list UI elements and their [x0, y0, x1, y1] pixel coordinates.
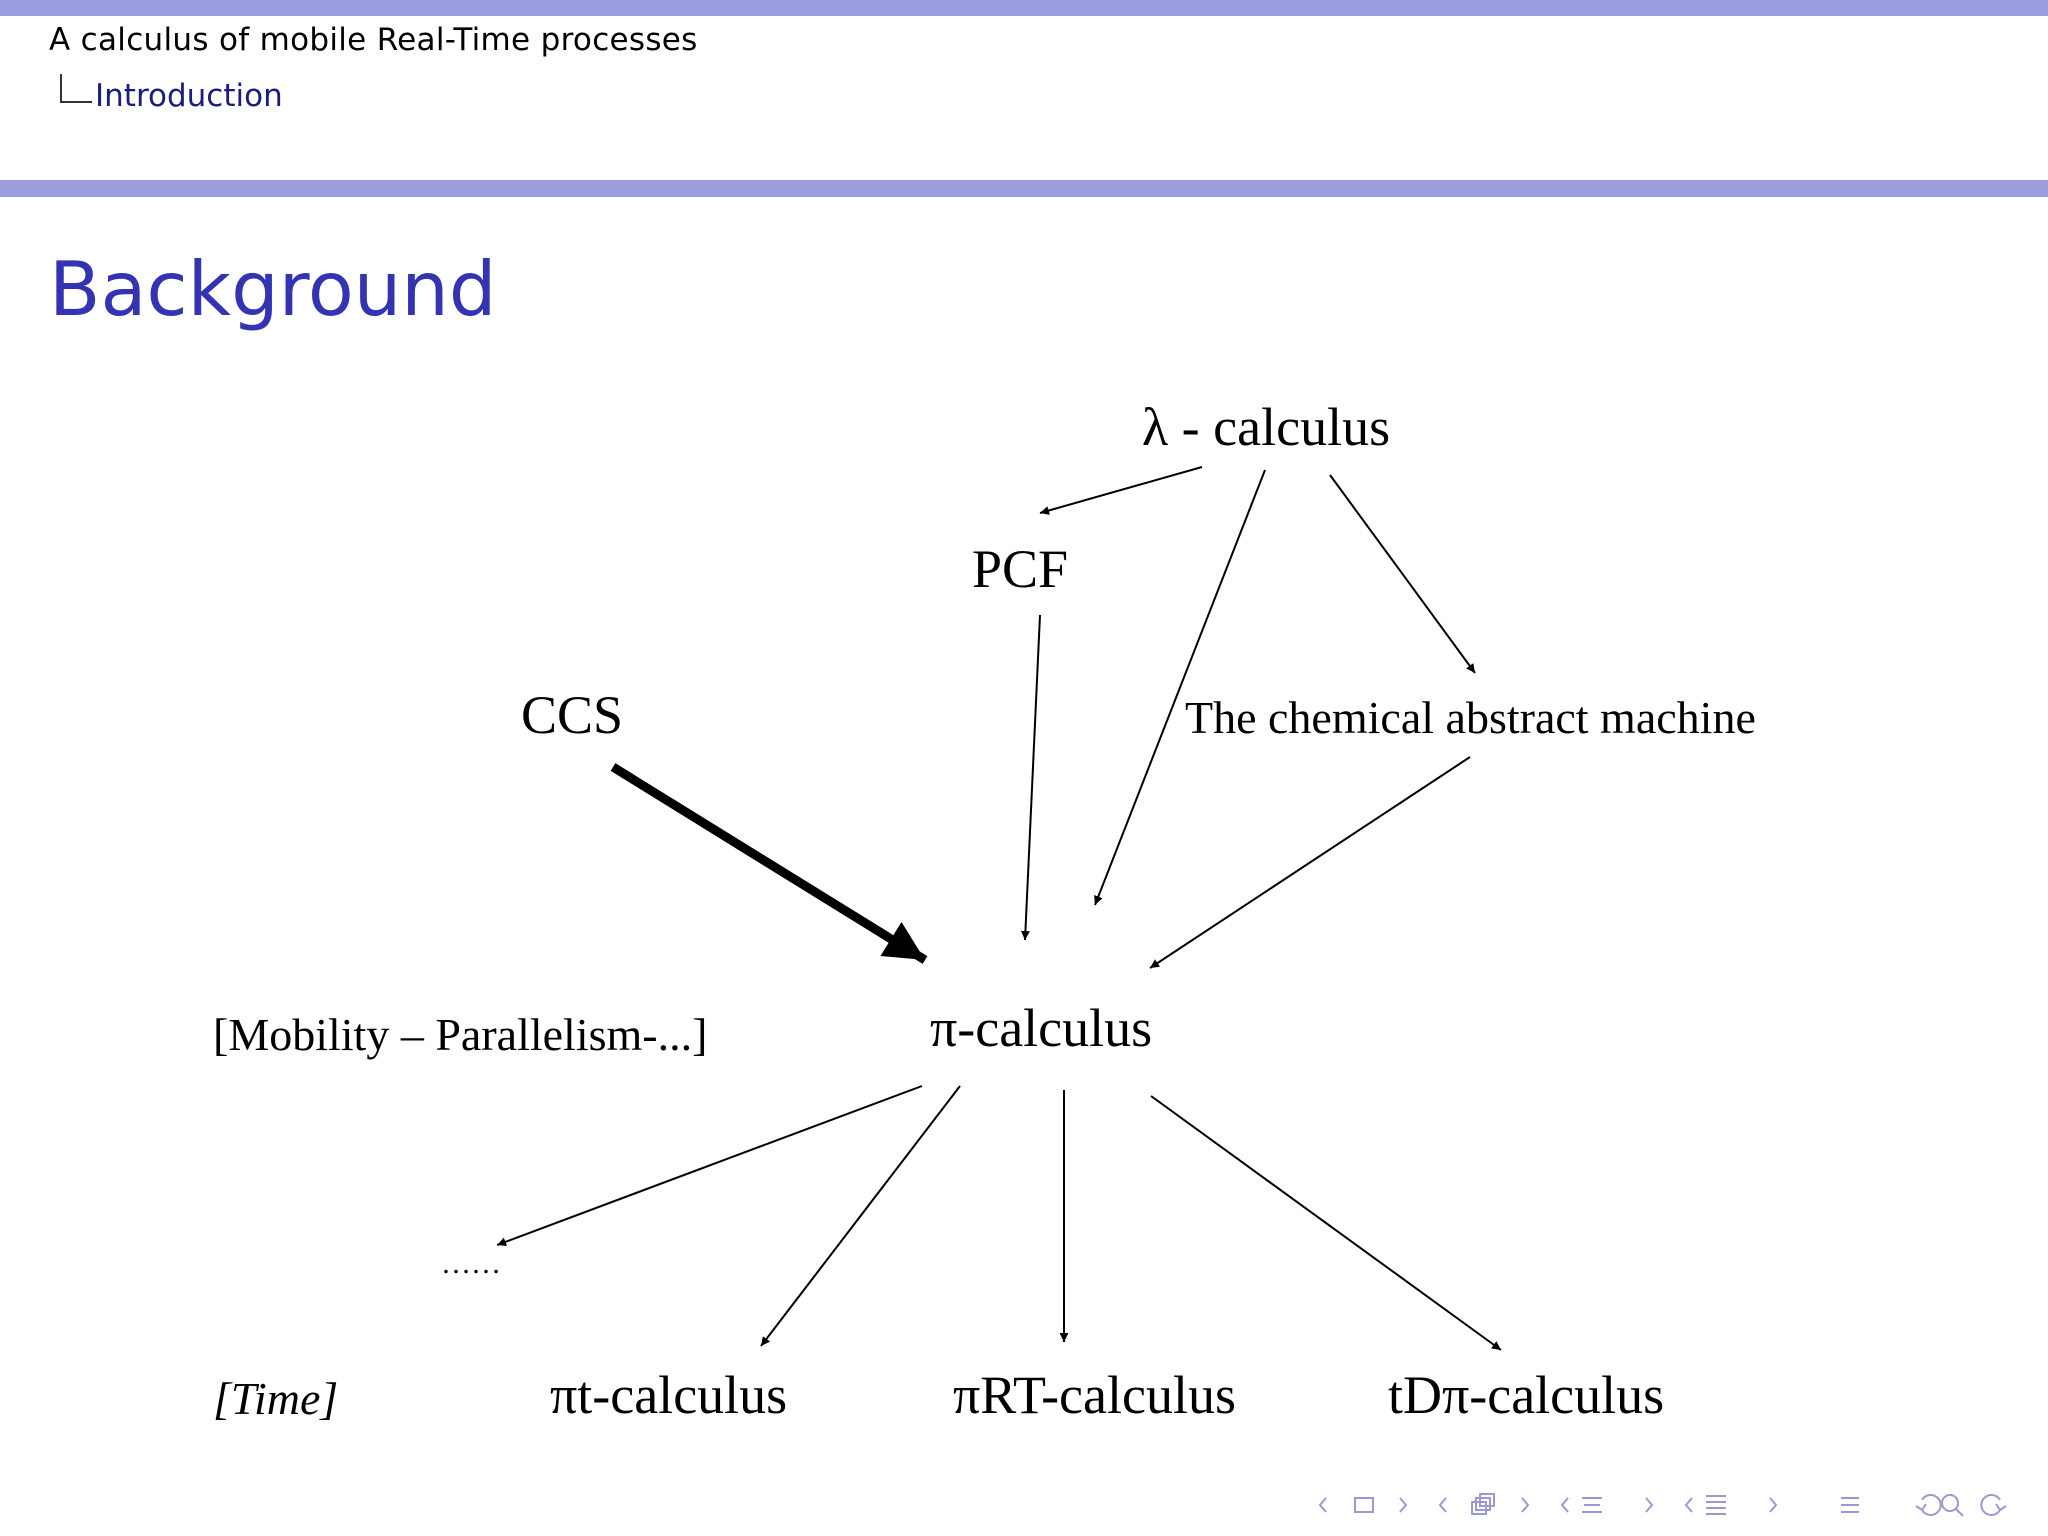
- edge-lambda-to-pcf: [1039, 466, 1203, 515]
- header-bottom-bar: [0, 180, 2048, 197]
- nav-section-prev-icon[interactable]: [1560, 1497, 1569, 1513]
- nav-prev-arrow-icon[interactable]: [1318, 1497, 1327, 1513]
- edge-pcf-to-pi: [1020, 614, 1041, 941]
- header-top-bar: [0, 0, 2048, 16]
- nav-subsection-next-icon[interactable]: [1521, 1497, 1530, 1513]
- node-tdpi-calculus: tDπ-calculus: [1388, 1365, 1664, 1425]
- edge-pi-to-tdpi: [1150, 1095, 1502, 1351]
- nav-next-arrow-icon[interactable]: [1399, 1497, 1408, 1513]
- edge-ccs-to-pi: [610, 763, 928, 964]
- nav-section-next-icon[interactable]: [1645, 1497, 1654, 1513]
- edge-pi-to-pit: [760, 1085, 961, 1347]
- edge-pi-to-dots: [496, 1085, 923, 1247]
- node-pit-calculus: πt-calculus: [550, 1365, 787, 1425]
- node-chemical-abstract-machine: The chemical abstract machine: [1185, 692, 1756, 743]
- nav-document-next-icon[interactable]: [1769, 1497, 1778, 1513]
- node-pirt-calculus: πRT-calculus: [953, 1365, 1236, 1425]
- navigation-bar: [1318, 1493, 2007, 1517]
- edge-cham-to-pi: [1149, 756, 1471, 969]
- nav-forward-icon[interactable]: [1980, 1494, 2007, 1516]
- nav-frame-icon[interactable]: [1354, 1497, 1374, 1513]
- nav-appendix-icon[interactable]: [1841, 1497, 1859, 1513]
- node-ccs: CCS: [521, 685, 623, 745]
- nav-back-icon[interactable]: [1915, 1494, 1942, 1516]
- section-tree-connector: [60, 74, 92, 103]
- node-ellipsis: ……: [441, 1247, 501, 1280]
- nav-subsection-prev-icon[interactable]: [1438, 1497, 1447, 1513]
- header: [0, 16, 2048, 180]
- nav-subsection-icon[interactable]: [1471, 1493, 1495, 1515]
- edge-lambda-to-cham: [1329, 474, 1476, 674]
- nav-section-icon[interactable]: [1582, 1497, 1602, 1513]
- section-name: Introduction: [95, 78, 283, 114]
- node-time-label: [Time]: [213, 1373, 338, 1424]
- nav-document-icon[interactable]: [1706, 1495, 1726, 1515]
- nav-search-icon[interactable]: [1941, 1494, 1964, 1517]
- frame-title: Background: [49, 245, 497, 333]
- node-pcf: PCF: [972, 539, 1068, 599]
- nav-document-prev-icon[interactable]: [1684, 1497, 1693, 1513]
- node-lambda-calculus: λ - calculus: [1142, 397, 1390, 457]
- document-title: A calculus of mobile Real-Time processes: [49, 22, 698, 58]
- node-pi-calculus: π-calculus: [930, 998, 1152, 1058]
- edge-lambda-to-pi: [1094, 469, 1266, 906]
- node-mobility-parallelism: [Mobility – Parallelism-...]: [213, 1009, 707, 1060]
